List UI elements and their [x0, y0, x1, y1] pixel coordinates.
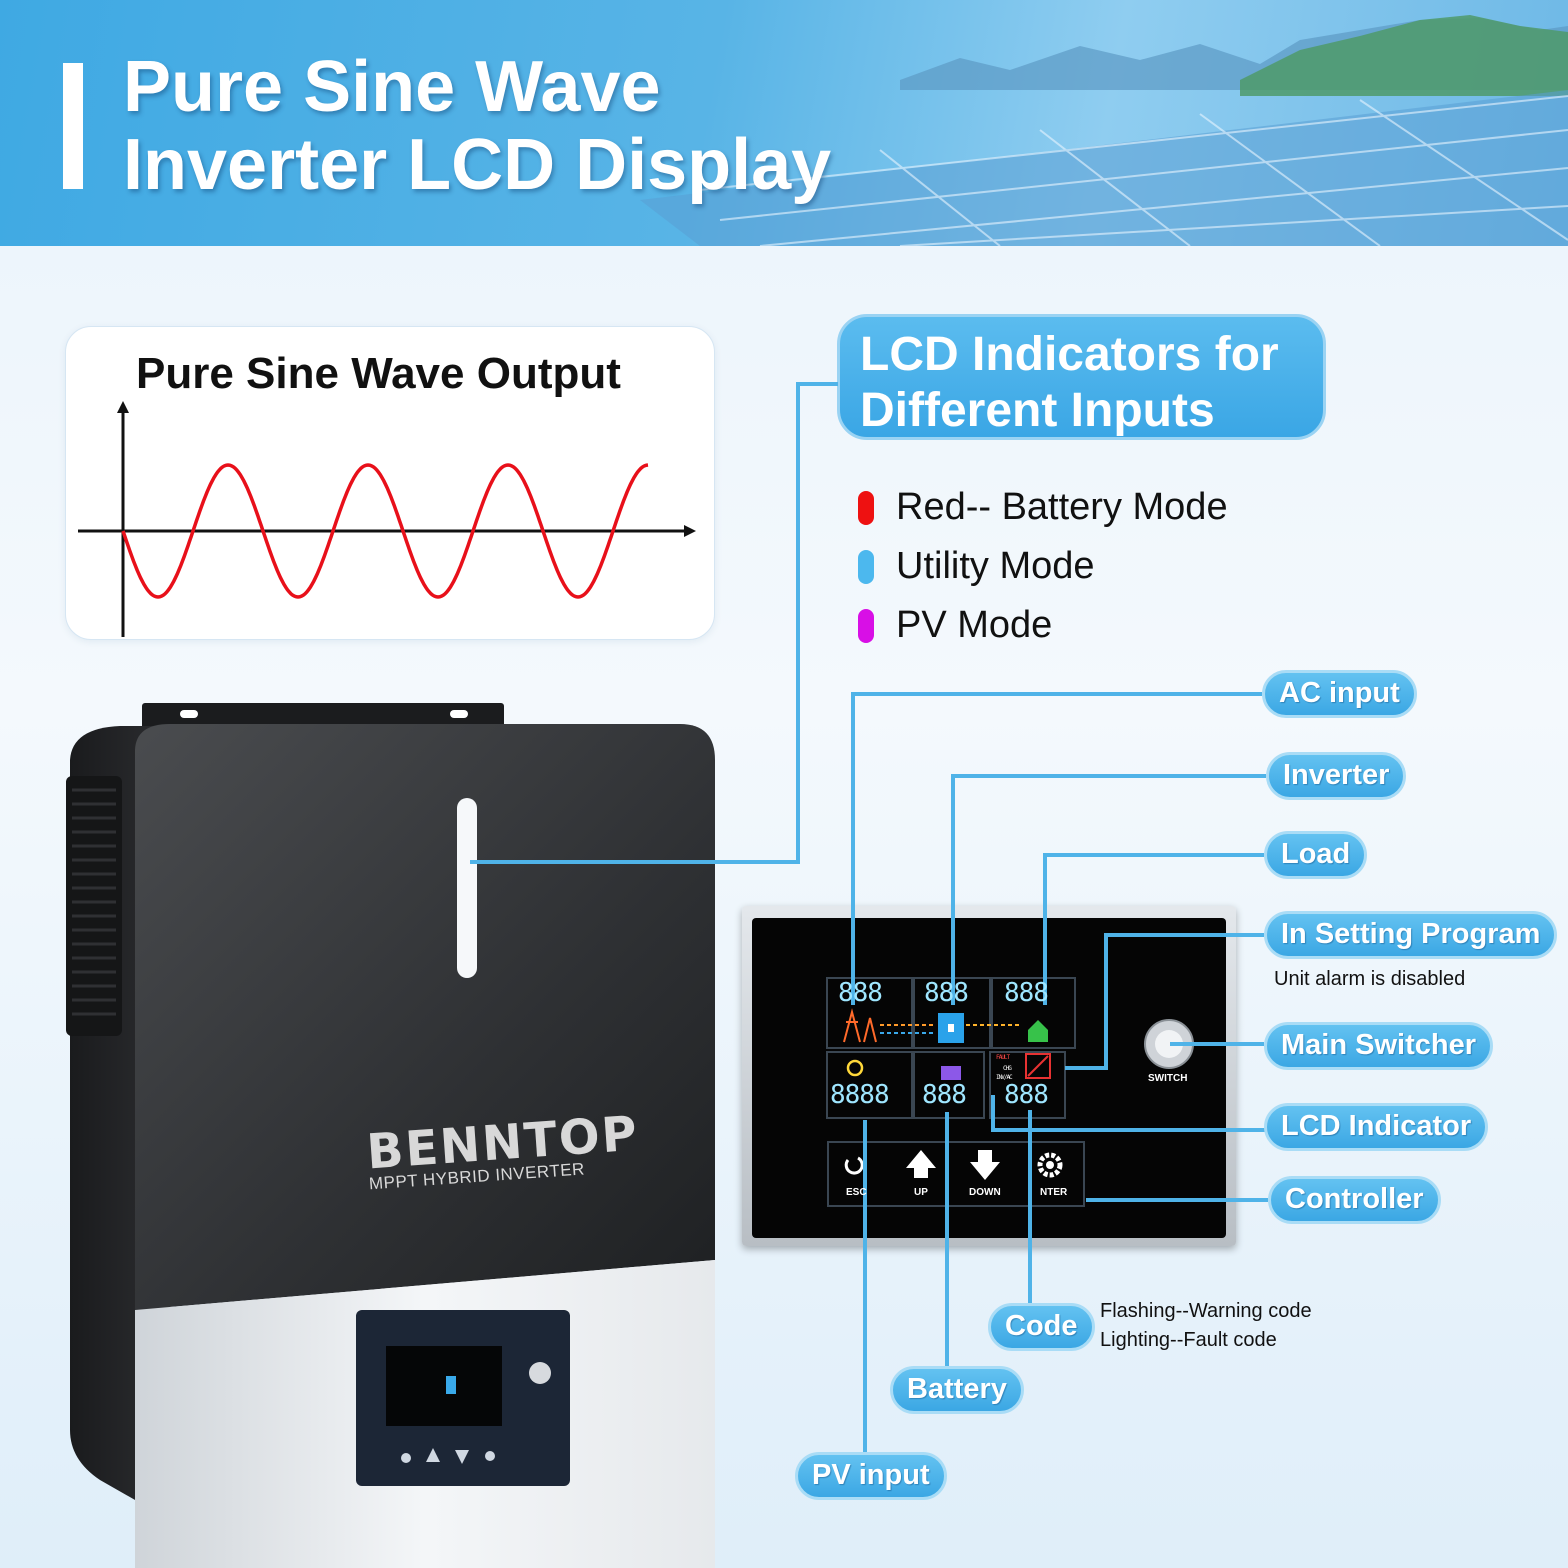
- title-accent-bar: [63, 63, 83, 189]
- sine-wave-card: Pure Sine Wave Output: [65, 326, 715, 640]
- legend-item-utility: Utility Mode: [858, 537, 1228, 596]
- legend-item-pv: PV Mode: [858, 596, 1228, 655]
- callout-code: Code: [988, 1303, 1095, 1351]
- pv-readout: 8888: [830, 1080, 890, 1110]
- key-esc-label[interactable]: ESC: [846, 1187, 867, 1198]
- indicator-heading-line-2: Different Inputs: [860, 384, 1215, 437]
- top-banner: Pure Sine Wave Inverter LCD Display: [0, 0, 1568, 246]
- code-note-flashing: Flashing--Warning code: [1100, 1300, 1312, 1322]
- callout-setting-program: In Setting Program: [1264, 911, 1558, 959]
- key-up-label[interactable]: UP: [914, 1187, 928, 1198]
- callout-ac-input: AC input: [1262, 670, 1417, 718]
- callout-main-switcher: Main Switcher: [1264, 1022, 1493, 1070]
- setting-note: Unit alarm is disabled: [1274, 968, 1466, 990]
- battery-readout: 888: [922, 1080, 967, 1110]
- callout-pv-input: PV input: [795, 1452, 947, 1500]
- inverter-readout: 888: [924, 978, 969, 1008]
- red-dot-icon: [858, 490, 874, 525]
- code-readout: 888: [1004, 1080, 1049, 1110]
- title-line-1: Pure Sine Wave: [123, 47, 661, 127]
- indicator-heading-line-1: LCD Indicators for: [860, 328, 1279, 381]
- code-note-lighting: Lighting--Fault code: [1100, 1329, 1277, 1351]
- inverter-device: [66, 703, 715, 1568]
- legend-item-battery: Red-- Battery Mode: [858, 478, 1228, 537]
- blue-dot-icon: [858, 549, 874, 584]
- mode-legend: Red-- Battery Mode Utility Mode PV Mode: [858, 478, 1228, 655]
- legend-label: Utility Mode: [896, 545, 1095, 587]
- switch-label: SWITCH: [1148, 1073, 1188, 1084]
- fault-text: FAULT: [996, 1054, 1010, 1061]
- legend-label: PV Mode: [896, 604, 1053, 646]
- callout-load: Load: [1264, 831, 1368, 879]
- legend-label: Red-- Battery Mode: [896, 486, 1228, 528]
- callout-inverter: Inverter: [1266, 752, 1407, 800]
- callout-controller: Controller: [1268, 1176, 1441, 1224]
- ac-input-readout: 888: [838, 978, 883, 1008]
- load-readout: 888: [1004, 978, 1049, 1008]
- indicator-heading: LCD Indicators for Different Inputs: [837, 314, 1326, 440]
- page-title: Pure Sine Wave Inverter LCD Display: [123, 48, 831, 204]
- sine-card-title: Pure Sine Wave Output: [136, 349, 621, 398]
- title-line-2: Inverter LCD Display: [123, 125, 832, 205]
- inv-ac-text: INV/AC: [996, 1074, 1013, 1081]
- key-down-label[interactable]: DOWN: [969, 1187, 1001, 1198]
- callout-lcd-indicator: LCD Indicator: [1264, 1103, 1489, 1151]
- magenta-dot-icon: [858, 608, 874, 643]
- solar-panel-backdrop: [640, 15, 1568, 246]
- chg-text: CHG: [1003, 1065, 1012, 1072]
- key-enter-label[interactable]: NTER: [1040, 1187, 1068, 1198]
- callout-battery: Battery: [890, 1366, 1024, 1414]
